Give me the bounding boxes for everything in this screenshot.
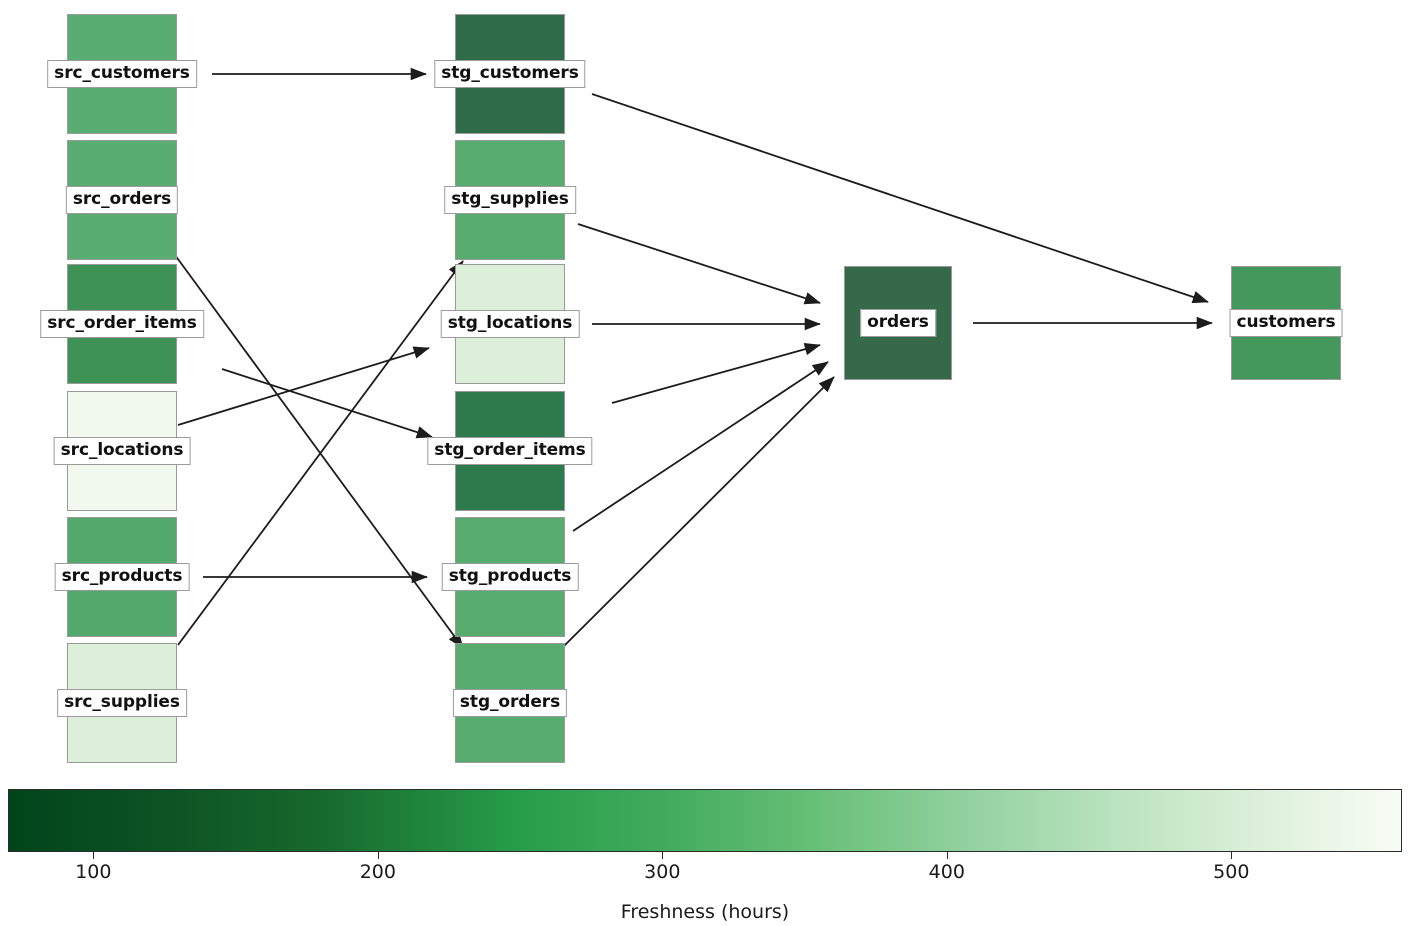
colorbar-tick-mark (946, 852, 948, 859)
colorbar: 100 200 300 400 500 Freshness (hours) (8, 789, 1402, 923)
colorbar-gradient (8, 789, 1402, 852)
edge-src_orders-to-stg_orders (174, 254, 464, 649)
colorbar-tick-mark (93, 852, 95, 859)
node-label-src_order_items: src_order_items (40, 310, 204, 338)
colorbar-tick-mark (662, 852, 664, 859)
node-label-customers: customers (1229, 309, 1343, 337)
edge-src_locations-to-stg_locations (177, 346, 430, 426)
edge-stg_order_items-to-orders (611, 343, 821, 404)
node-label-src_orders: src_orders (65, 186, 179, 214)
node-label-stg_customers: stg_customers (434, 60, 586, 88)
colorbar-tick-label: 300 (644, 861, 681, 883)
node-label-src_customers: src_customers (47, 60, 197, 88)
edge-stg_supplies-to-orders (577, 223, 821, 305)
colorbar-tick-label: 200 (359, 861, 396, 883)
colorbar-title: Freshness (hours) (620, 901, 790, 923)
colorbar-ticks: 100 200 300 400 500 (8, 852, 1402, 892)
node-label-stg_supplies: stg_supplies (444, 186, 576, 214)
colorbar-tick-mark (377, 852, 379, 859)
edge-stg_products-to-orders (572, 361, 829, 532)
colorbar-tick-label: 100 (75, 861, 112, 883)
node-label-src_supplies: src_supplies (57, 689, 187, 717)
colorbar-tick-label: 500 (1213, 861, 1250, 883)
node-label-orders: orders (860, 309, 936, 337)
node-label-stg_products: stg_products (441, 563, 579, 591)
colorbar-tick-label: 400 (928, 861, 965, 883)
node-label-src_products: src_products (54, 563, 190, 591)
edge-stg_orders-to-orders (561, 376, 835, 649)
node-label-stg_locations: stg_locations (440, 310, 580, 338)
colorbar-tick-mark (1231, 852, 1233, 859)
node-label-src_locations: src_locations (53, 437, 191, 465)
edge-src_supplies-to-stg_supplies (177, 260, 464, 646)
edges (174, 67, 1213, 649)
node-label-stg_order_items: stg_order_items (427, 437, 593, 465)
node-label-stg_orders: stg_orders (452, 689, 568, 717)
edge-layer (174, 67, 1213, 649)
edge-src_order_items-to-stg_order_items (221, 368, 433, 439)
